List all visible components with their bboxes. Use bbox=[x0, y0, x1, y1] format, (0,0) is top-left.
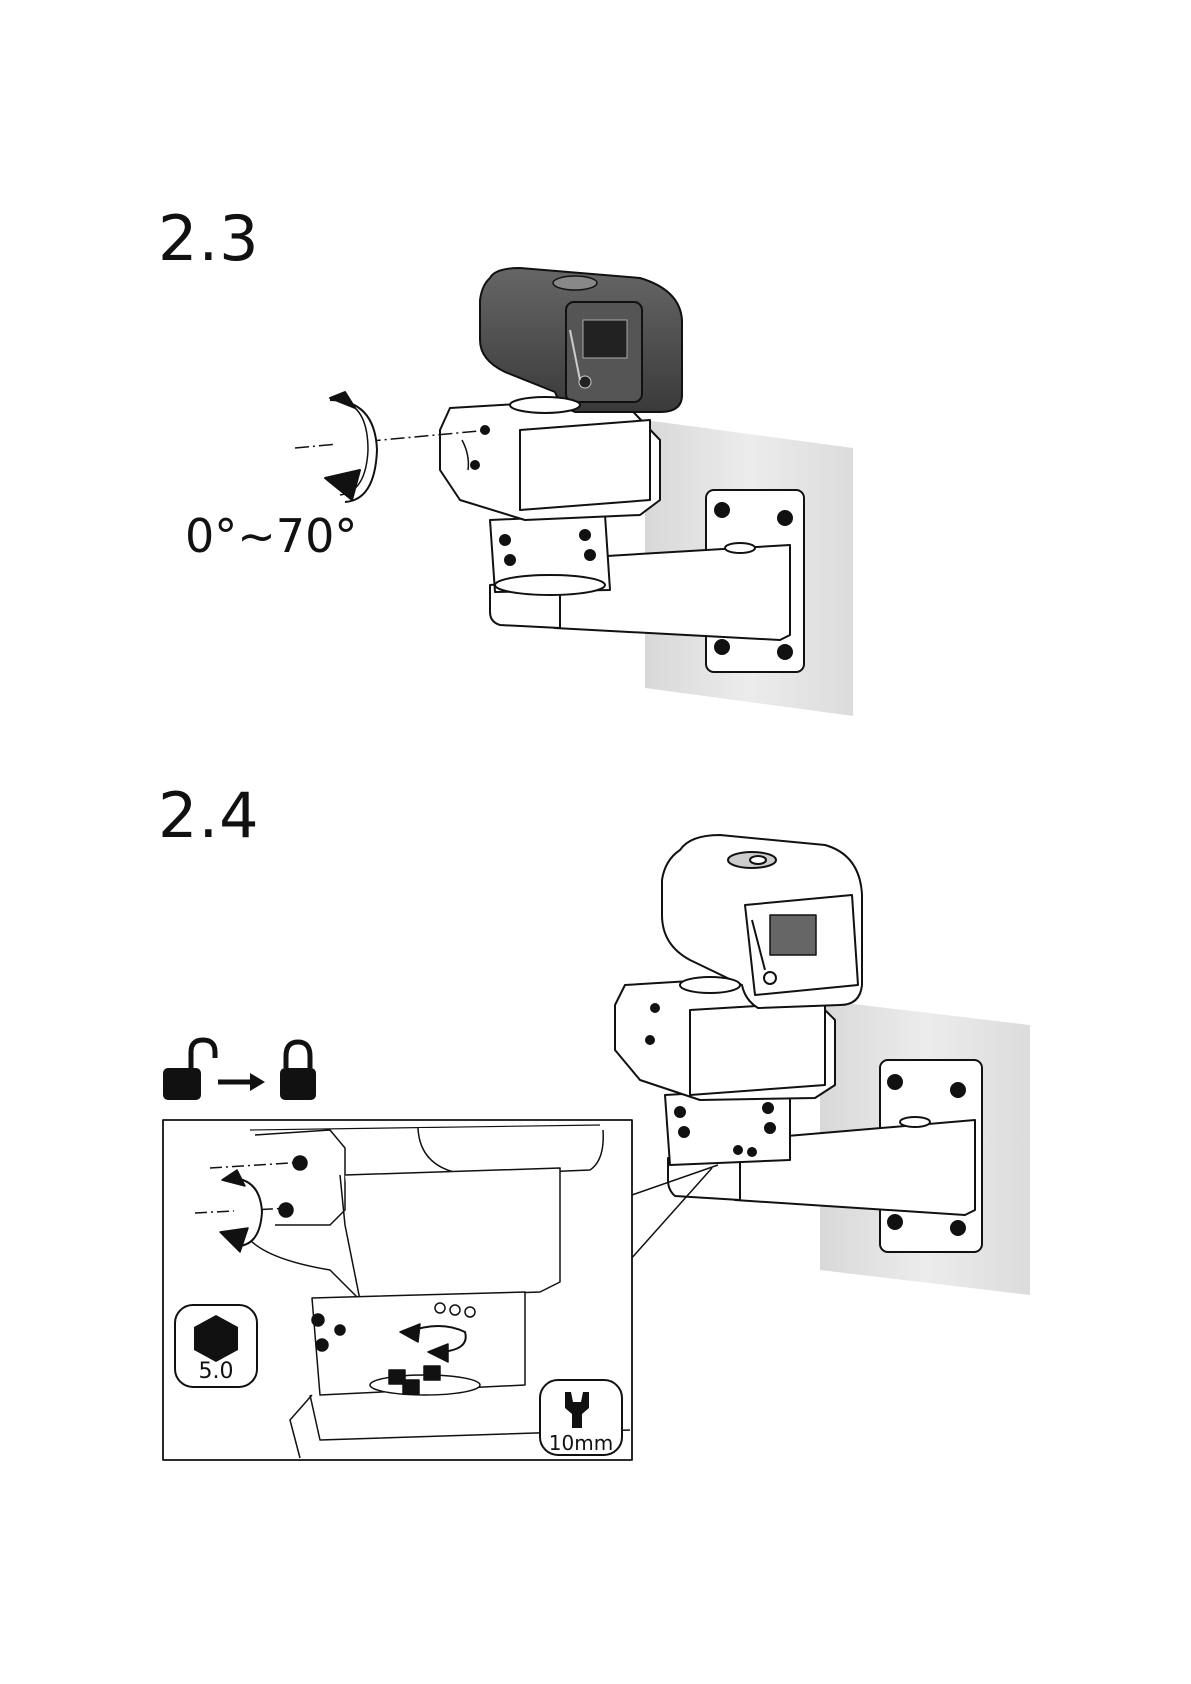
arrow-right-icon bbox=[218, 1073, 265, 1091]
rotate-arrow-icon bbox=[325, 392, 377, 502]
lock-icon bbox=[280, 1042, 316, 1100]
hex-key-size-label: 5.0 bbox=[199, 1359, 234, 1384]
unlock-icon bbox=[163, 1040, 215, 1100]
step-2-3-diagram bbox=[295, 268, 853, 716]
wrench-size-label: 10mm bbox=[549, 1431, 613, 1455]
step-2-4-diagram bbox=[163, 835, 1030, 1460]
